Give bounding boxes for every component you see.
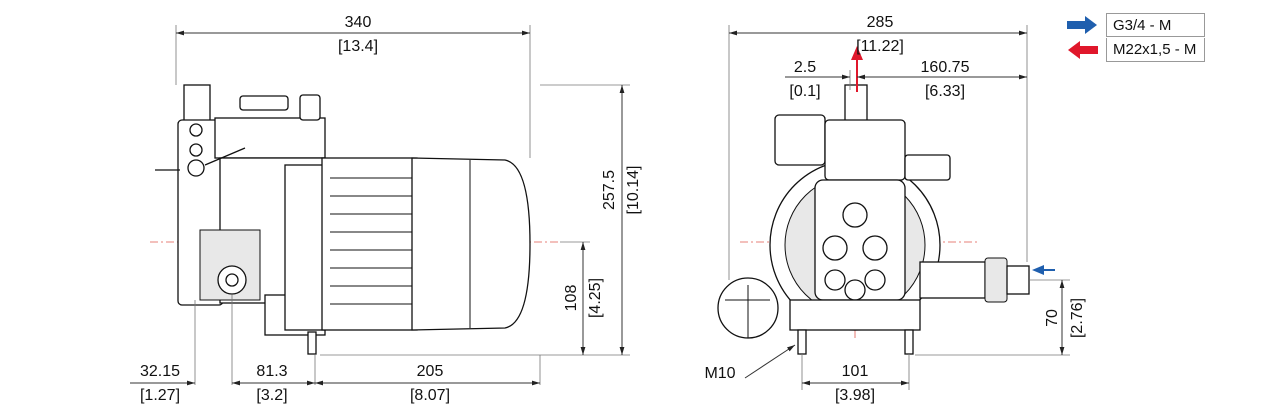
dim-bottom-3-mm: 205 [417,363,444,380]
inlet-arrow-blue-icon [1032,265,1055,275]
dim-bottom-2-in: [3.2] [256,387,287,404]
front-view-pump [717,84,1030,355]
connection-legend: G3/4 - M M22x1,5 - M [1067,12,1205,62]
dim-bottom-3-in: [8.07] [410,387,450,404]
dim-outlet-offset-in: [0.1] [789,83,820,100]
legend-item-inlet: G3/4 - M [1067,12,1205,37]
dim-shaft-height-mm: 108 [563,285,580,312]
dim-overall-height-in: [10.14] [625,166,642,215]
thread-label: M10 [704,365,735,382]
dim-shaft-height-in: [4.25] [587,278,604,318]
dim-inlet-height-in: [2.76] [1069,298,1086,338]
legend-label-inlet: G3/4 - M [1106,12,1205,37]
dim-bottom-1-in: [1.27] [140,387,180,404]
dim-overall-length-mm: 340 [345,14,372,31]
dim-foot-spacing-mm: 101 [842,363,869,380]
dim-bottom-1-mm: 32.15 [140,363,180,380]
side-view-pump [150,84,560,355]
dim-overall-length-in: [13.4] [338,38,378,55]
dim-bottom-2-mm: 81.3 [256,363,287,380]
dim-outlet-offset-mm: 2.5 [794,59,816,76]
blue-arrow-right-icon [1067,16,1099,34]
dim-inlet-height-mm: 70 [1044,309,1061,327]
legend-item-outlet: M22x1,5 - M [1068,37,1205,62]
dim-inlet-offset-in: [6.33] [925,83,965,100]
side-view-dimensions: 340 [13.4] 257.5 [10.14] 108 [4.25] 32.1… [130,14,642,404]
dim-inlet-offset-mm: 160.75 [921,59,970,76]
dim-overall-height-mm: 257.5 [601,170,618,210]
dim-overall-width-mm: 285 [867,14,894,31]
red-arrow-left-icon [1067,41,1099,59]
front-view-dimensions: 285 [11.22] 2.5 [0.1] 160.75 [6.33] 70 [… [704,14,1086,404]
legend-label-outlet: M22x1,5 - M [1106,37,1205,62]
motor-fins [330,177,412,305]
dim-overall-width-in: [11.22] [856,38,904,55]
dim-foot-spacing-in: [3.98] [835,387,875,404]
